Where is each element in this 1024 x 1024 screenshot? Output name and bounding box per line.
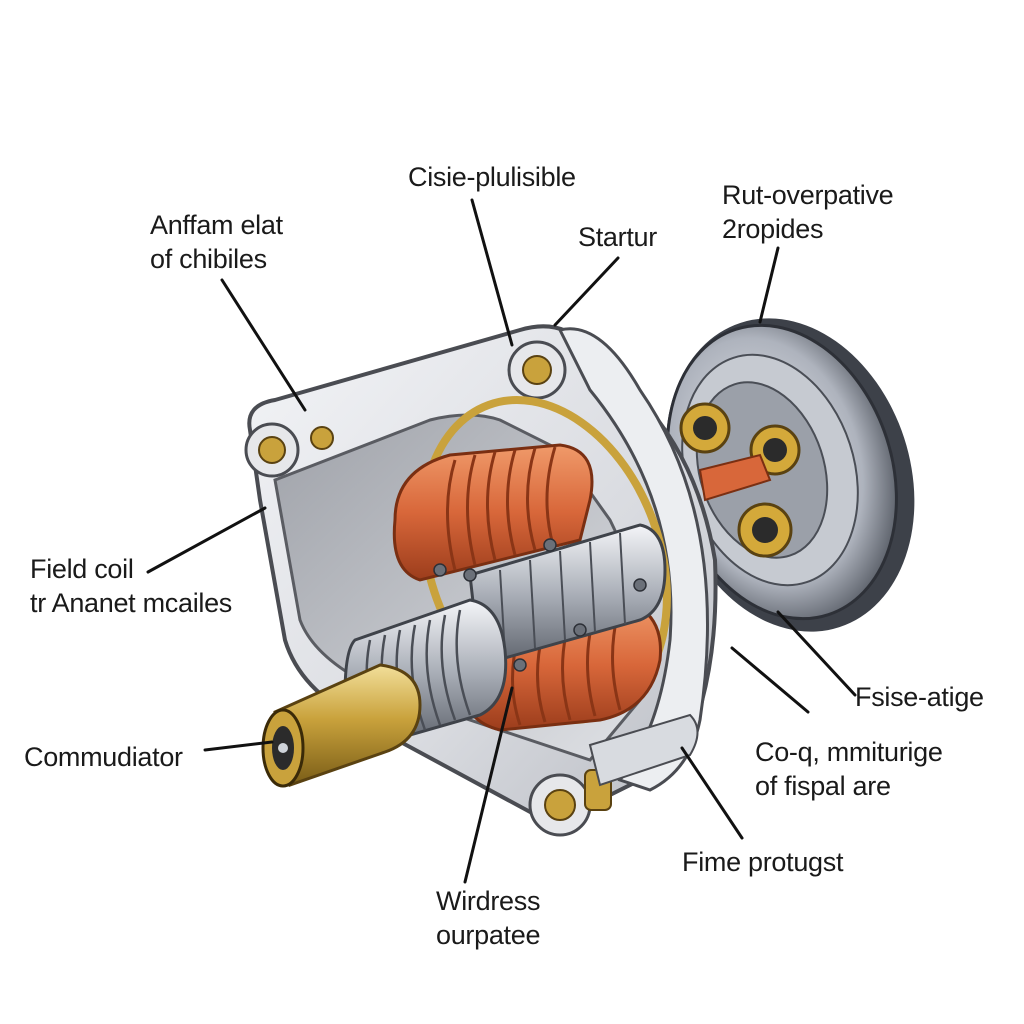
label-field-coil: Field coil tr Ananet mcailes: [30, 554, 233, 618]
leader-line: [463, 686, 514, 884]
leader-line: [470, 198, 514, 347]
label-frame: Fime protugst: [682, 847, 844, 877]
mounting-lug: [507, 340, 567, 400]
leader-line: [776, 610, 857, 697]
bearing-ring: [737, 502, 793, 558]
leader-line: [146, 506, 267, 574]
leader-line: [758, 246, 780, 324]
leader-line: [203, 740, 274, 752]
bearing-ring: [679, 402, 731, 454]
leader-line: [730, 646, 810, 714]
brush-tube: [588, 713, 699, 787]
label-casing: Cisie-plulisible: [408, 162, 576, 192]
label-overrunning: Rut-overpative 2ropides: [722, 180, 894, 244]
label-pinion: Fsise-atige: [855, 682, 984, 712]
output-shaft: [261, 663, 422, 788]
end-cap-disc: [665, 318, 915, 632]
leader-line: [680, 746, 744, 840]
leader-line: [220, 278, 307, 412]
mounting-lug: [528, 769, 612, 837]
armature-core: [433, 523, 667, 672]
field-coil-upper: [392, 443, 594, 582]
leader-line: [553, 256, 620, 327]
mounting-lug: [244, 422, 334, 478]
label-commutator: Commudiator: [24, 742, 183, 772]
label-starter: Startur: [578, 222, 657, 252]
label-windings: Wirdress ourpatee: [436, 886, 541, 950]
label-coupling: Co-q, mmiturige of fispal are: [755, 737, 943, 801]
label-armature-plate: Anffam elat of chibiles: [150, 210, 283, 274]
